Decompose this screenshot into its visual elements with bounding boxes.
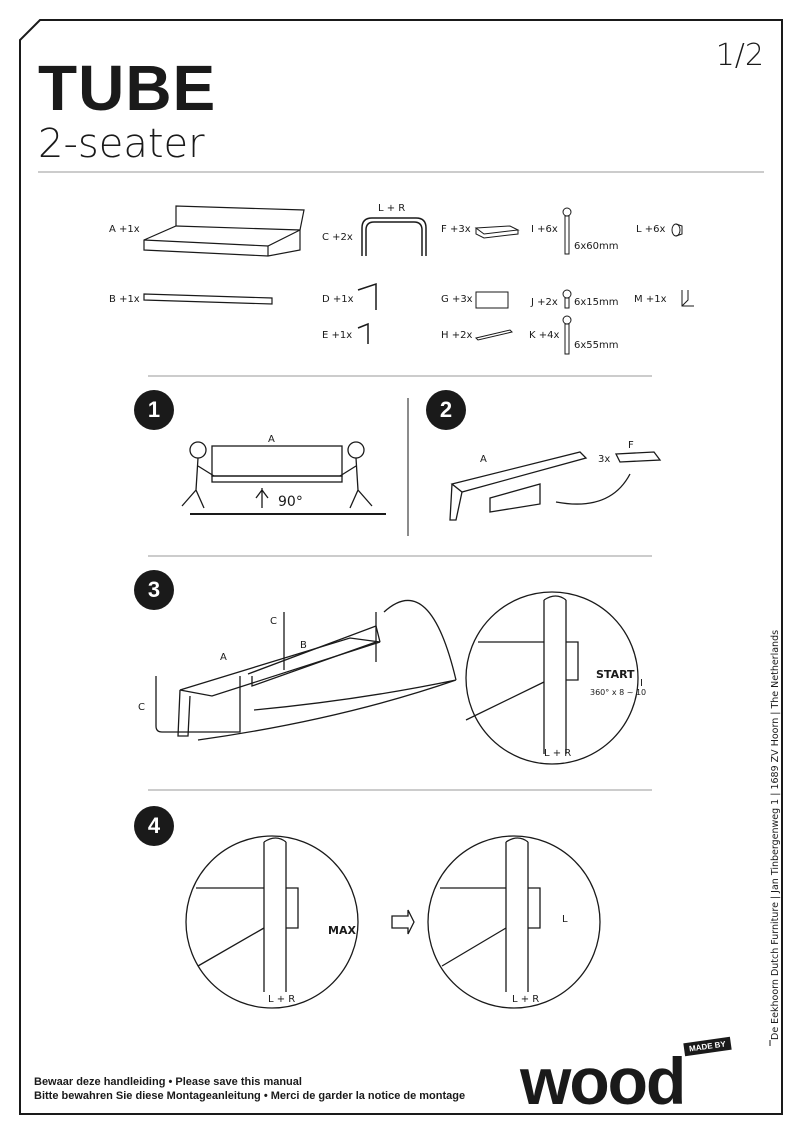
step-2-multiplier: 3x bbox=[598, 454, 611, 465]
step-4-badge: 4 bbox=[134, 806, 174, 846]
part-g-drawing bbox=[475, 291, 509, 309]
step-1-label-a: A bbox=[268, 434, 275, 445]
step-3-drawing bbox=[155, 591, 639, 765]
part-d-drawing bbox=[357, 282, 377, 310]
step-3-side: L + R bbox=[544, 748, 572, 759]
part-j-drawing bbox=[562, 289, 572, 309]
part-f-label: F +3x bbox=[441, 224, 471, 235]
part-m-label: M +1x bbox=[634, 294, 667, 305]
part-e-drawing bbox=[357, 322, 369, 344]
part-l-drawing bbox=[671, 223, 683, 237]
step-2-label-a: A bbox=[480, 454, 487, 465]
part-c-label: C +2x bbox=[322, 232, 353, 243]
step-4-drawing bbox=[185, 835, 601, 1009]
step-3-turns: 360° x 8 ~ 10 bbox=[590, 688, 647, 697]
part-j-size: 6x15mm bbox=[574, 297, 619, 308]
part-c-note: L + R bbox=[378, 203, 406, 214]
step-3-badge: 3 bbox=[134, 570, 174, 610]
step-3-label-i: I bbox=[640, 678, 643, 689]
step-3-label-a: A bbox=[220, 652, 227, 663]
step-1-badge: 1 bbox=[134, 390, 174, 430]
step-3-label-c-left: C bbox=[138, 702, 145, 713]
part-g-label: G +3x bbox=[441, 294, 473, 305]
step-4-label-l: L bbox=[562, 914, 568, 925]
part-c-drawing bbox=[361, 217, 427, 256]
step-4-max: MAX bbox=[328, 924, 356, 937]
company-address: De Eekhoorn Dutch Furniture | Jan Tinber… bbox=[770, 629, 781, 1040]
step-4-side-right: L + R bbox=[512, 994, 540, 1005]
part-m-drawing bbox=[681, 290, 694, 307]
part-d-label: D +1x bbox=[322, 294, 354, 305]
footer-line-1: Bewaar deze handleiding • Please save th… bbox=[34, 1076, 302, 1088]
part-l-label: L +6x bbox=[636, 224, 666, 235]
made-by-wood-logo: wood bbox=[520, 1044, 686, 1118]
page-title: TUBE bbox=[38, 52, 217, 124]
step-3-label-b: B bbox=[300, 640, 307, 651]
step-1-rotation: 90° bbox=[278, 494, 303, 510]
part-b-drawing bbox=[143, 293, 273, 305]
footer-line-2: Bitte bewahren Sie diese Montageanleitun… bbox=[34, 1090, 466, 1102]
part-a-label: A +1x bbox=[109, 224, 140, 235]
parts-drawings bbox=[143, 205, 694, 355]
step-2-badge: 2 bbox=[426, 390, 466, 430]
step-4-side-left: L + R bbox=[268, 994, 296, 1005]
step-2-label-f: F bbox=[628, 440, 634, 451]
part-f-drawing bbox=[474, 225, 520, 239]
part-i-drawing bbox=[562, 207, 572, 255]
part-k-drawing bbox=[562, 315, 572, 355]
page-subtitle: 2-seater bbox=[38, 121, 205, 167]
part-i-label: I +6x bbox=[531, 224, 558, 235]
step-1-drawing bbox=[181, 441, 386, 515]
part-j-label: J +2x bbox=[531, 297, 558, 308]
step-3-start: START bbox=[596, 668, 635, 681]
step-2-drawing bbox=[449, 451, 662, 521]
step-drawings bbox=[155, 441, 662, 1009]
part-i-size: 6x60mm bbox=[574, 241, 619, 252]
part-a-drawing bbox=[143, 205, 305, 257]
part-h-label: H +2x bbox=[441, 330, 473, 341]
part-k-size: 6x55mm bbox=[574, 340, 619, 351]
part-k-label: K +4x bbox=[529, 330, 560, 341]
part-b-label: B +1x bbox=[109, 294, 140, 305]
part-h-drawing bbox=[475, 329, 513, 341]
part-e-label: E +1x bbox=[322, 330, 353, 341]
step-3-label-c-top: C bbox=[270, 616, 277, 627]
page-number: 1/2 bbox=[715, 38, 764, 73]
